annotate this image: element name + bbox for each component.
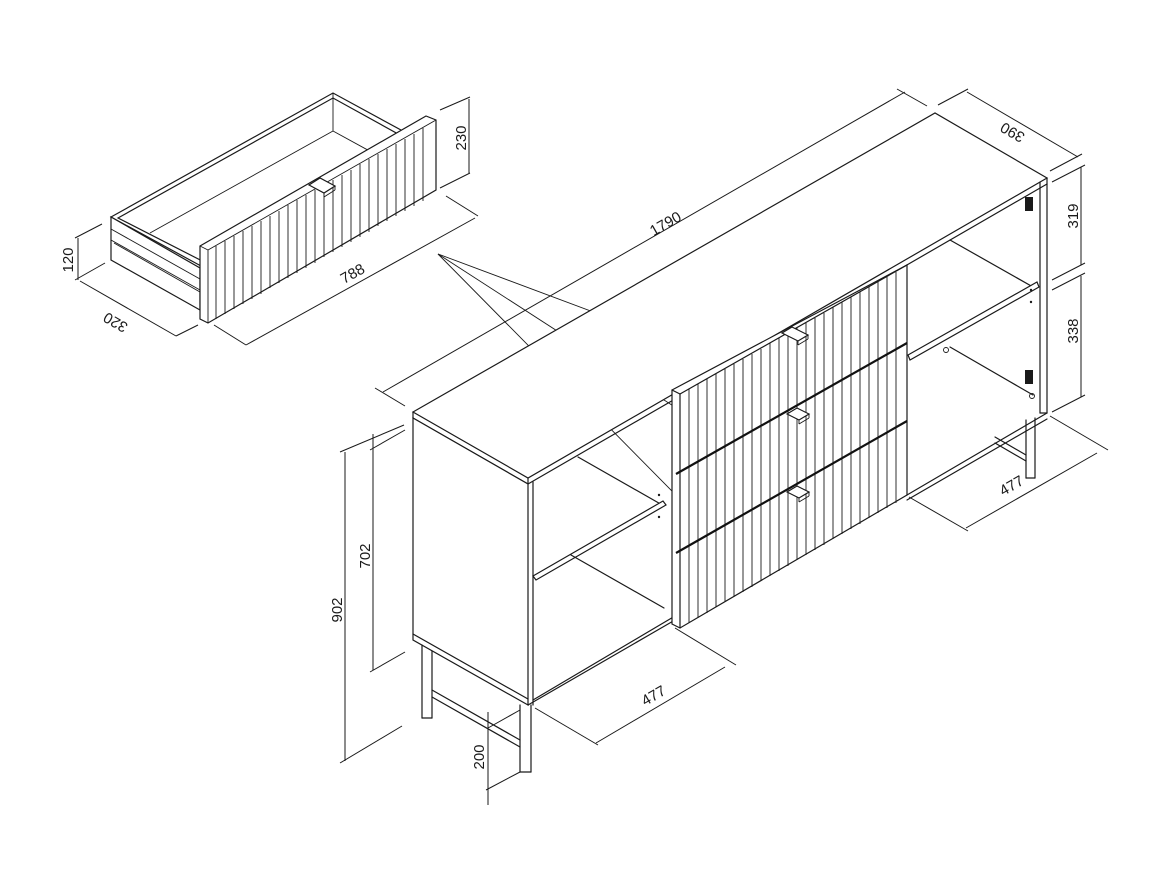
dim-leg-height: 200 — [471, 744, 488, 769]
drawer-fluted-front — [688, 272, 897, 623]
dim-drawer-depth: 320 — [101, 308, 131, 335]
drawer-detail: 230 120 320 788 — [60, 92, 479, 346]
dim-depth: 390 — [998, 118, 1028, 145]
dim-total-width: 1790 — [647, 208, 684, 239]
dim-lower-compartment: 338 — [1065, 318, 1082, 343]
dim-drawer-width: 788 — [338, 261, 368, 288]
dim-body-height: 702 — [357, 543, 374, 568]
hinge-icon — [1025, 197, 1033, 211]
dim-drawer-front-height: 230 — [453, 125, 470, 150]
sideboard — [411, 112, 1049, 773]
dim-total-height: 902 — [329, 597, 346, 622]
dim-upper-compartment: 319 — [1065, 203, 1082, 228]
dim-drawer-box-height: 120 — [60, 247, 77, 272]
dim-left-base-depth: 477 — [639, 682, 669, 709]
hinge-icon — [1025, 370, 1033, 384]
drawer-flutes — [215, 128, 424, 319]
